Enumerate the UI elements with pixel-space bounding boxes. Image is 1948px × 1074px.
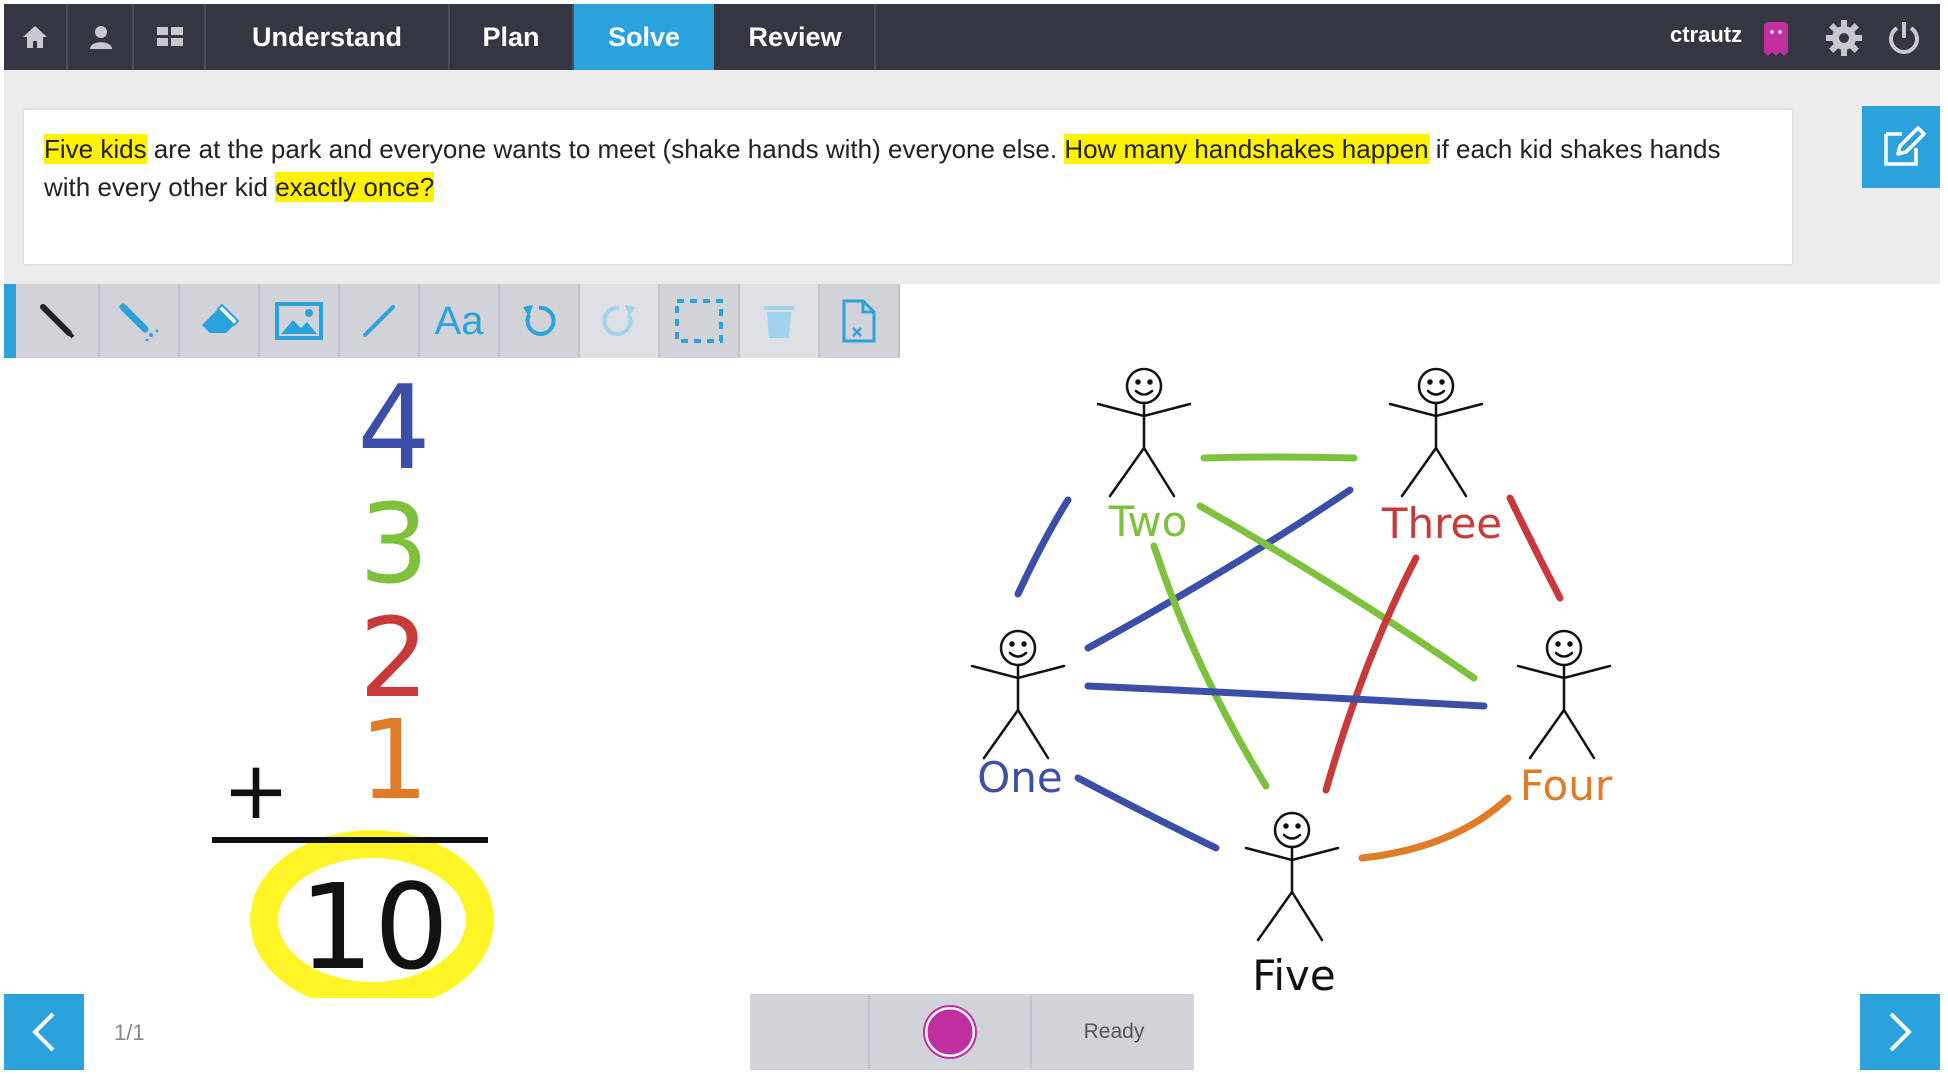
eraser-tool[interactable] <box>180 284 260 358</box>
grid-icon <box>157 27 183 46</box>
gear-icon <box>1826 20 1862 56</box>
bottom-bar: 1/1 Ready <box>4 994 1940 1070</box>
select-tool[interactable] <box>660 284 740 358</box>
delete-tool[interactable] <box>740 284 820 358</box>
addend-2: 2 <box>359 594 429 722</box>
line-icon <box>363 305 395 337</box>
tab-understand-label: Understand <box>251 21 403 52</box>
status-text: Ready <box>1083 1020 1145 1043</box>
avatar[interactable] <box>1762 22 1790 58</box>
line-two-three <box>1200 453 1358 462</box>
highlight-how-many-handshakes: How many handshakes happen <box>1064 134 1429 164</box>
handshake-lines <box>1014 453 1564 862</box>
text-icon: Aa <box>434 298 484 343</box>
apps-button[interactable] <box>136 4 206 70</box>
drawing-canvas[interactable]: 4 3 2 1 + 10 <box>4 358 1940 998</box>
addend-4: 4 <box>357 361 431 496</box>
undo-icon <box>523 305 556 336</box>
chevron-left-icon <box>32 1012 55 1052</box>
highlighter-icon <box>119 303 159 341</box>
problem-area: Five kids are at the park and everyone w… <box>4 70 1940 284</box>
monster-avatar-icon <box>1764 22 1788 56</box>
highlight-five-kids: Five kids <box>44 134 147 164</box>
line-one-five <box>1074 774 1220 852</box>
top-navigation: Understand Plan Solve Review ctrautz <box>4 4 1940 70</box>
drawing-toolbar: Aa <box>4 284 916 358</box>
stick-figure-four <box>1516 629 1612 760</box>
line-one-four <box>1084 682 1488 710</box>
logout-button[interactable] <box>1886 20 1922 56</box>
recording-spacer <box>750 994 870 1070</box>
line-three-five <box>1322 554 1420 794</box>
chevron-right-icon <box>1889 1012 1912 1052</box>
image-tool[interactable] <box>260 284 340 358</box>
line-three-four <box>1506 494 1564 602</box>
clear-page-icon <box>842 299 876 343</box>
tab-solve[interactable]: Solve <box>574 4 714 70</box>
profile-button[interactable] <box>70 4 134 70</box>
toolbar-accent <box>4 284 16 358</box>
tab-plan-label: Plan <box>482 21 540 52</box>
kid-label-two: Two <box>1108 497 1188 546</box>
problem-statement: Five kids are at the park and everyone w… <box>24 110 1792 264</box>
image-icon <box>275 302 323 340</box>
redo-icon <box>602 305 635 336</box>
redo-tool[interactable] <box>580 284 660 358</box>
stick-figures <box>970 367 1612 942</box>
record-icon <box>923 1005 977 1059</box>
stick-figure-three <box>1388 367 1484 498</box>
pen-tool[interactable] <box>4 284 100 358</box>
app-window: Understand Plan Solve Review ctrautz <box>4 4 1940 1070</box>
text-tool[interactable]: Aa <box>420 284 500 358</box>
eraser-icon <box>202 303 240 333</box>
username: ctrautz <box>1670 22 1743 47</box>
record-button[interactable] <box>870 994 1032 1070</box>
addend-3: 3 <box>359 480 429 608</box>
home-icon <box>23 26 47 48</box>
line-one-three <box>1084 486 1354 652</box>
kid-label-four: Four <box>1520 761 1613 810</box>
sum-total: 10 <box>299 858 449 996</box>
next-page-button[interactable] <box>1860 994 1940 1070</box>
power-icon <box>1889 22 1919 54</box>
line-tool[interactable] <box>340 284 420 358</box>
addend-1: 1 <box>359 696 429 824</box>
kid-label-three: Three <box>1381 499 1502 548</box>
undo-tool[interactable] <box>500 284 580 358</box>
kid-labels: Two Three One Four Five <box>977 497 1613 998</box>
tab-review-label: Review <box>748 21 842 52</box>
tab-plan[interactable]: Plan <box>450 4 574 70</box>
plus-sign: + <box>222 744 289 837</box>
kid-label-one: One <box>977 753 1063 802</box>
kid-label-five: Five <box>1252 951 1335 998</box>
page-indicator: 1/1 <box>114 1020 145 1045</box>
highlighter-tool[interactable] <box>100 284 180 358</box>
line-one-two <box>1014 496 1072 598</box>
user-icon <box>90 26 112 49</box>
line-two-four <box>1196 502 1478 682</box>
trash-icon <box>764 306 794 338</box>
pen-icon <box>40 304 75 339</box>
tab-understand[interactable]: Understand <box>206 4 450 70</box>
select-icon <box>675 299 723 343</box>
previous-page-button[interactable] <box>4 994 84 1070</box>
edit-note-icon <box>1884 126 1926 166</box>
addition-work: 4 3 2 1 + 10 <box>212 361 494 998</box>
highlight-exactly-once: exactly once? <box>275 172 435 202</box>
problem-text-1: are at the park and everyone wants to me… <box>146 134 1065 164</box>
problem-text-2: if each kid shakes hands with every othe… <box>44 134 1721 202</box>
clear-page-tool[interactable] <box>820 284 900 358</box>
sum-highlight <box>250 830 494 998</box>
stick-figure-one <box>970 629 1066 760</box>
tab-review[interactable]: Review <box>716 4 876 70</box>
stick-figure-two <box>1096 367 1192 498</box>
home-button[interactable] <box>4 4 68 70</box>
edit-notes-button[interactable] <box>1862 106 1940 188</box>
status-area: Ready <box>1034 994 1194 1070</box>
line-two-five <box>1150 542 1270 790</box>
line-five-four <box>1358 794 1512 862</box>
stick-figure-five <box>1244 811 1340 942</box>
tab-solve-label: Solve <box>607 21 681 52</box>
settings-button[interactable] <box>1824 18 1864 58</box>
